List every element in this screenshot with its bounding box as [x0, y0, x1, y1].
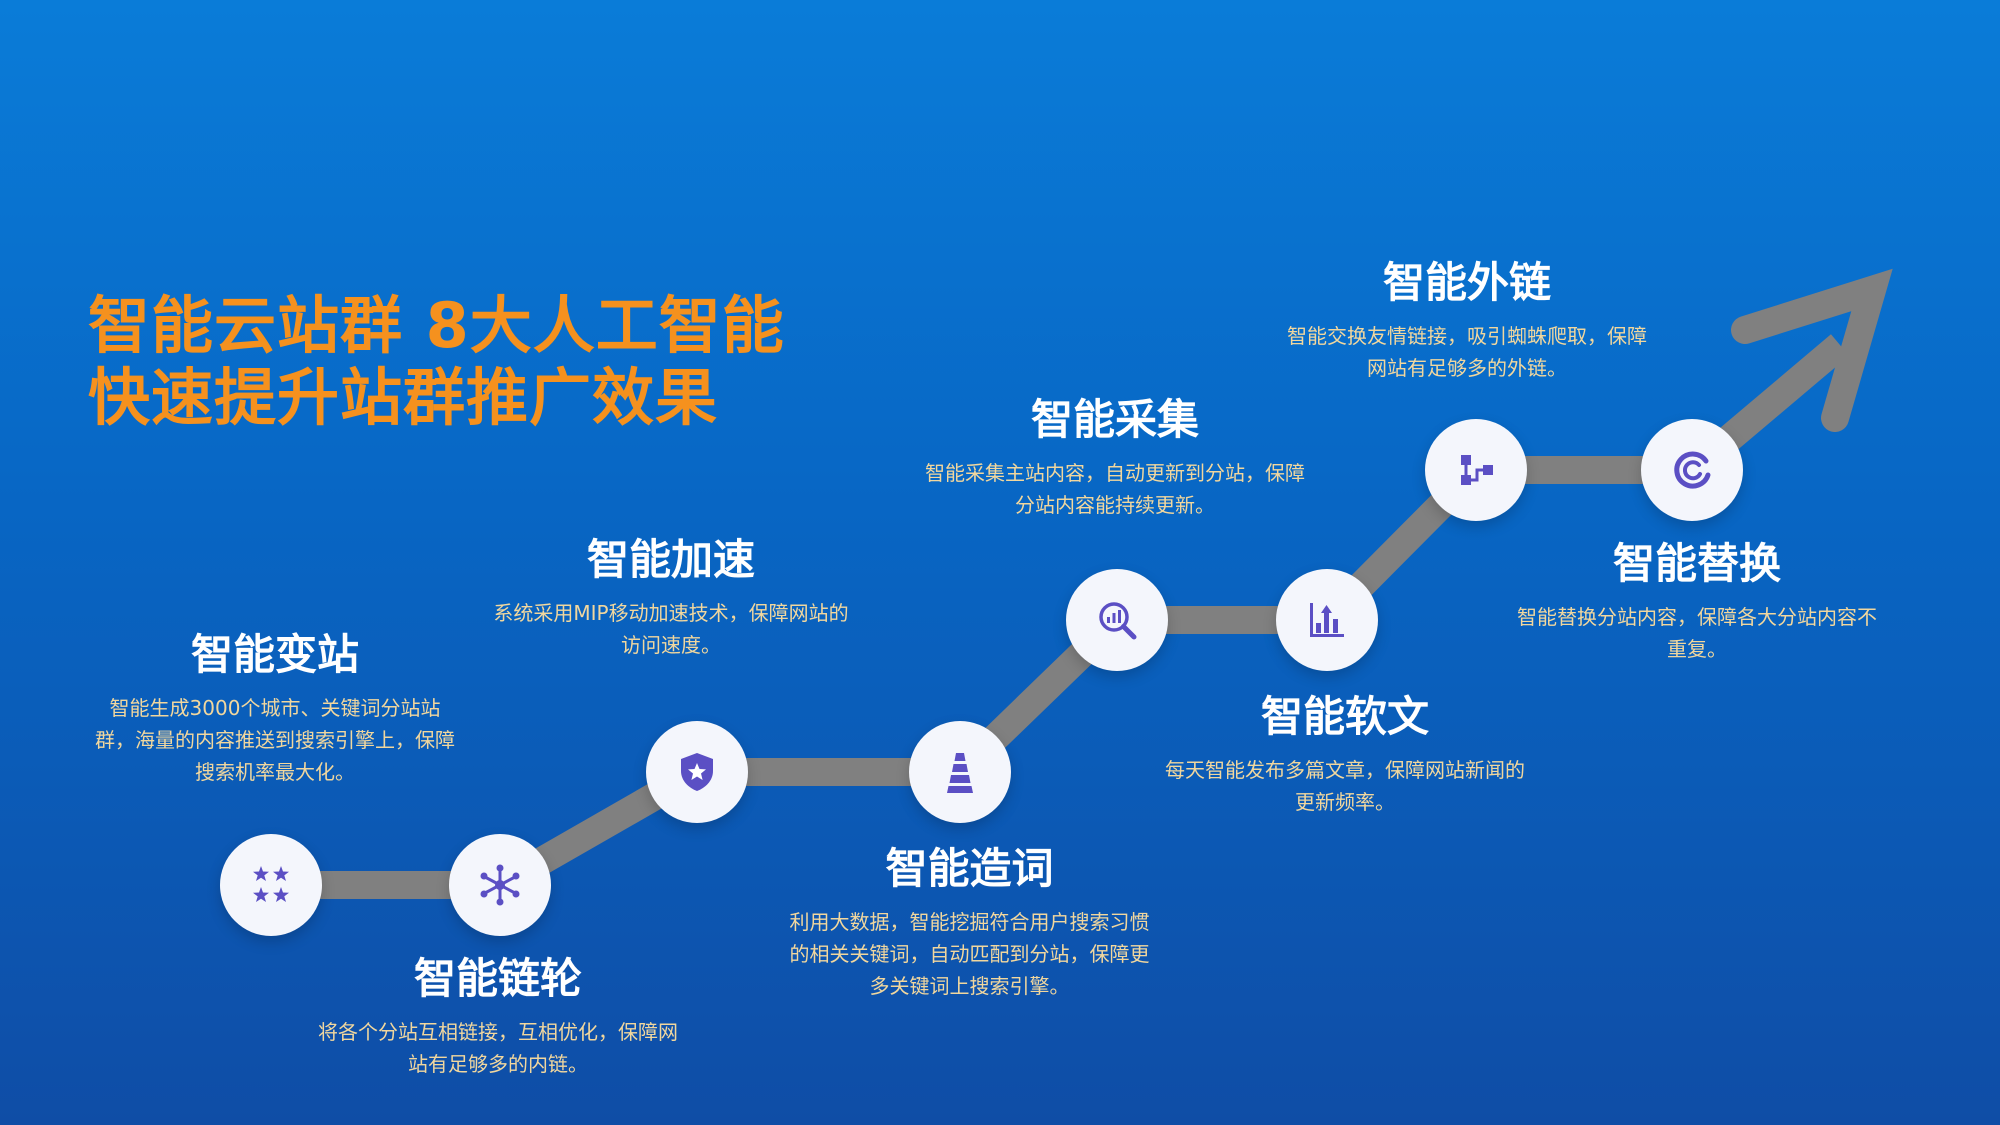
arrowhead-icon — [1731, 268, 1893, 432]
node-tihuan[interactable] — [1641, 419, 1743, 521]
feature-desc: 智能交换友情链接，吸引蜘蛛爬取，保障网站有足够多的外链。 — [1287, 324, 1647, 380]
feature-title: 智能替换 — [1612, 539, 1781, 588]
network-icon — [480, 864, 520, 906]
flow-icon — [1461, 455, 1493, 485]
feature-title: 智能链轮 — [413, 954, 582, 1003]
feature-bianzhan: 智能变站 智能生成3000个城市、关键词分站站群，海量的内容推送到搜索引擎上，保… — [90, 628, 460, 788]
feature-caiji: 智能采集 智能采集主站内容，自动更新到分站，保障分站内容能持续更新。 — [925, 393, 1305, 521]
pyramid-icon — [947, 753, 973, 793]
feature-desc: 将各个分站互相链接，互相优化，保障网站有足够多的内链。 — [318, 1020, 678, 1076]
node-jiasu[interactable] — [646, 721, 748, 823]
stars-icon — [253, 866, 289, 902]
node-caiji[interactable] — [1066, 569, 1168, 671]
feature-desc: 智能生成3000个城市、关键词分站站群，海量的内容推送到搜索引擎上，保障搜索机率… — [95, 696, 455, 784]
feature-lianlun: 智能链轮 将各个分站互相链接，互相优化，保障网站有足够多的内链。 — [318, 952, 678, 1080]
feature-zaoci: 智能造词 利用大数据，智能挖掘符合用户搜索习惯的相关关键词，自动匹配到分站，保障… — [782, 842, 1157, 1002]
feature-title: 智能软文 — [1260, 692, 1429, 741]
growth-chart-icon — [1310, 603, 1344, 637]
feature-title: 智能采集 — [1030, 395, 1199, 444]
shield-star-icon — [681, 753, 713, 791]
feature-desc: 智能替换分站内容，保障各大分站内容不重复。 — [1517, 605, 1877, 661]
swirl-icon — [1674, 451, 1711, 489]
feature-desc: 智能采集主站内容，自动更新到分站，保障分站内容能持续更新。 — [925, 461, 1305, 517]
node-bianzhan[interactable] — [220, 834, 322, 936]
feature-ruanwen: 智能软文 每天智能发布多篇文章，保障网站新闻的更新频率。 — [1165, 690, 1525, 818]
feature-tihuan: 智能替换 智能替换分站内容，保障各大分站内容不重复。 — [1517, 537, 1877, 665]
feature-title: 智能造词 — [885, 844, 1054, 893]
feature-title: 智能外链 — [1382, 258, 1551, 307]
feature-title: 智能加速 — [586, 535, 755, 584]
search-chart-icon — [1099, 602, 1137, 640]
headline: 智能云站群 8大人工智能 快速提升站群推广效果 — [88, 290, 785, 434]
node-wailian[interactable] — [1425, 419, 1527, 521]
feature-desc: 利用大数据，智能挖掘符合用户搜索习惯的相关关键词，自动匹配到分站，保障更多关键词… — [789, 910, 1150, 998]
feature-title: 智能变站 — [190, 630, 359, 679]
feature-desc: 系统采用MIP移动加速技术，保障网站的访问速度。 — [493, 601, 849, 657]
feature-jiasu: 智能加速 系统采用MIP移动加速技术，保障网站的访问速度。 — [490, 533, 852, 661]
feature-desc: 每天智能发布多篇文章，保障网站新闻的更新频率。 — [1165, 758, 1525, 814]
headline-line-2: 快速提升站群推广效果 — [88, 361, 719, 434]
feature-wailian: 智能外链 智能交换友情链接，吸引蜘蛛爬取，保障网站有足够多的外链。 — [1282, 256, 1652, 384]
headline-line-1: 智能云站群 8大人工智能 — [88, 289, 785, 362]
node-zaoci[interactable] — [909, 721, 1011, 823]
node-ruanwen[interactable] — [1276, 569, 1378, 671]
node-lianlun[interactable] — [449, 834, 551, 936]
